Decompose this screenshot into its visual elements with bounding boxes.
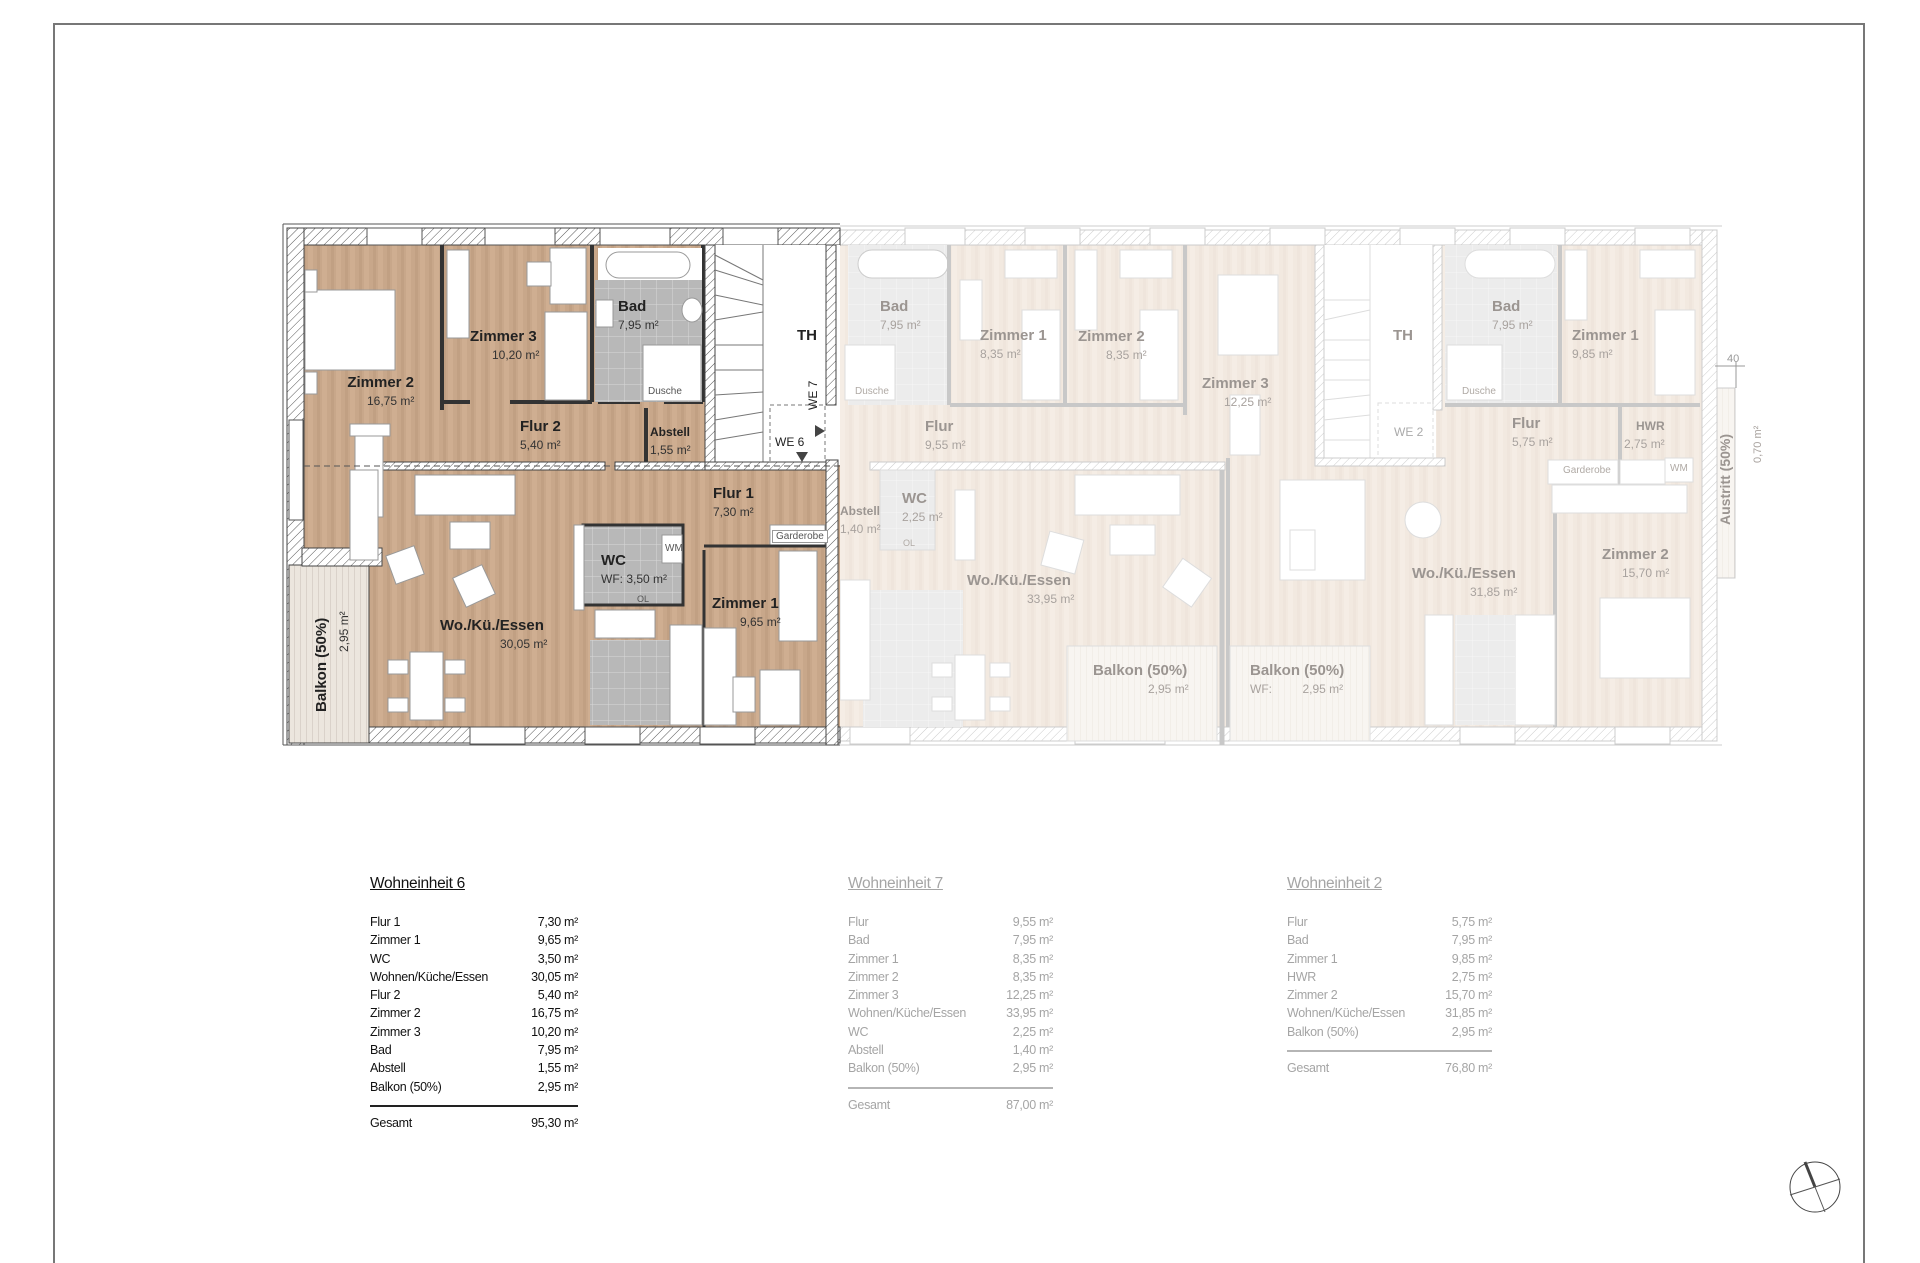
room-flur-we7: Flur 9,55 m² bbox=[925, 418, 966, 452]
room-bad-we2: Bad 7,95 m² bbox=[1492, 298, 1533, 332]
table-divider bbox=[370, 1104, 578, 1107]
room-balkon-we6-area: 2,95 m² bbox=[337, 611, 351, 652]
table-divider bbox=[848, 1086, 1053, 1089]
table-divider bbox=[1287, 1050, 1492, 1053]
label-th-1: TH bbox=[797, 327, 817, 344]
label-dusche-we2: Dusche bbox=[1462, 386, 1496, 397]
sheet-frame bbox=[53, 23, 1865, 1263]
room-austritt-area: 0,70 m² bbox=[1752, 425, 1764, 463]
active-unit-we6 bbox=[282, 223, 841, 746]
label-ol-we7: OL bbox=[903, 538, 916, 548]
room-flur-we2: Flur 5,75 m² bbox=[1512, 415, 1553, 449]
room-austritt-we2: Austritt (50%) bbox=[1717, 433, 1733, 525]
room-zimmer2-we6: Zimmer 2 16,75 m² bbox=[347, 374, 415, 408]
label-ol-we6: OL bbox=[637, 594, 650, 604]
table-row: Balkon (50%)2,95 m² bbox=[370, 1079, 578, 1094]
room-zimmer3-we6: Zimmer 3 10,20 m² bbox=[470, 328, 540, 362]
label-wm-we6: WM bbox=[665, 543, 683, 554]
table-title: Wohneinheit 7 bbox=[848, 875, 943, 892]
room-zimmer3-we7: Zimmer 3 12,25 m² bbox=[1202, 375, 1272, 409]
room-balkon-we6: Balkon (50%) bbox=[313, 617, 330, 712]
room-abstell-we7: Abstell 1,40 m² bbox=[840, 504, 881, 536]
room-zimmer1-we7: Zimmer 1 8,35 m² bbox=[980, 327, 1047, 361]
room-zimmer2-we7: Zimmer 2 8,35 m² bbox=[1078, 328, 1147, 362]
table-title: Wohneinheit 2 bbox=[1287, 875, 1382, 892]
room-zimmer1-we2: Zimmer 1 9,85 m² bbox=[1572, 327, 1639, 361]
room-zimmer1-we6: Zimmer 1 9,65 m² bbox=[712, 595, 781, 629]
room-balkon-we2: Balkon (50%) WF: 2,95 m² bbox=[1250, 662, 1345, 696]
label-we2-entry: WE 2 bbox=[1394, 425, 1424, 439]
label-we6-entry: WE 6 bbox=[775, 435, 805, 449]
room-wohnen-we2: Wo./Kü./Essen 31,85 m² bbox=[1412, 565, 1518, 599]
room-abstell-we6: Abstell 1,55 m² bbox=[650, 425, 691, 457]
room-bad-we6: Bad 7,95 m² bbox=[618, 298, 659, 332]
label-garderobe-we6: Garderobe bbox=[772, 530, 828, 543]
room-wc-we6: WC WF: 3,50 m² bbox=[601, 552, 668, 586]
table-title: Wohneinheit 6 bbox=[370, 875, 465, 892]
table-row: Balkon (50%)2,95 m² bbox=[848, 1061, 1053, 1076]
floor-plan bbox=[282, 223, 1745, 746]
room-wohnen-we7: Wo./Kü./Essen 33,95 m² bbox=[967, 572, 1075, 606]
north-arrow-icon bbox=[1789, 1161, 1841, 1213]
table-row: Balkon (50%)2,95 m² bbox=[1287, 1024, 1492, 1039]
faded-units bbox=[839, 225, 1736, 746]
label-dusche-we6: Dusche bbox=[648, 386, 682, 397]
label-garderobe-we2: Garderobe bbox=[1563, 465, 1611, 476]
label-th-2: TH bbox=[1393, 327, 1413, 344]
room-flur2-we6: Flur 2 5,40 m² bbox=[520, 418, 561, 452]
room-zimmer2-we2: Zimmer 2 15,70 m² bbox=[1602, 546, 1670, 580]
label-wm-we2: WM bbox=[1670, 463, 1688, 474]
label-dusche-we7: Dusche bbox=[855, 386, 889, 397]
dimension-40: 40 bbox=[1727, 353, 1740, 365]
room-bad-we7: Bad 7,95 m² bbox=[880, 298, 921, 332]
room-wc-we7: WC 2,25 m² bbox=[902, 490, 943, 524]
room-wohnen-we6: Wo./Kü./Essen 30,05 m² bbox=[440, 617, 548, 651]
room-hwr-we2: HWR 2,75 m² bbox=[1624, 419, 1665, 451]
room-flur1-we6: Flur 1 7,30 m² bbox=[713, 485, 754, 519]
label-we7-entry: WE 7 bbox=[806, 380, 820, 410]
room-balkon-we7: Balkon (50%) 2,95 m² bbox=[1093, 662, 1189, 696]
